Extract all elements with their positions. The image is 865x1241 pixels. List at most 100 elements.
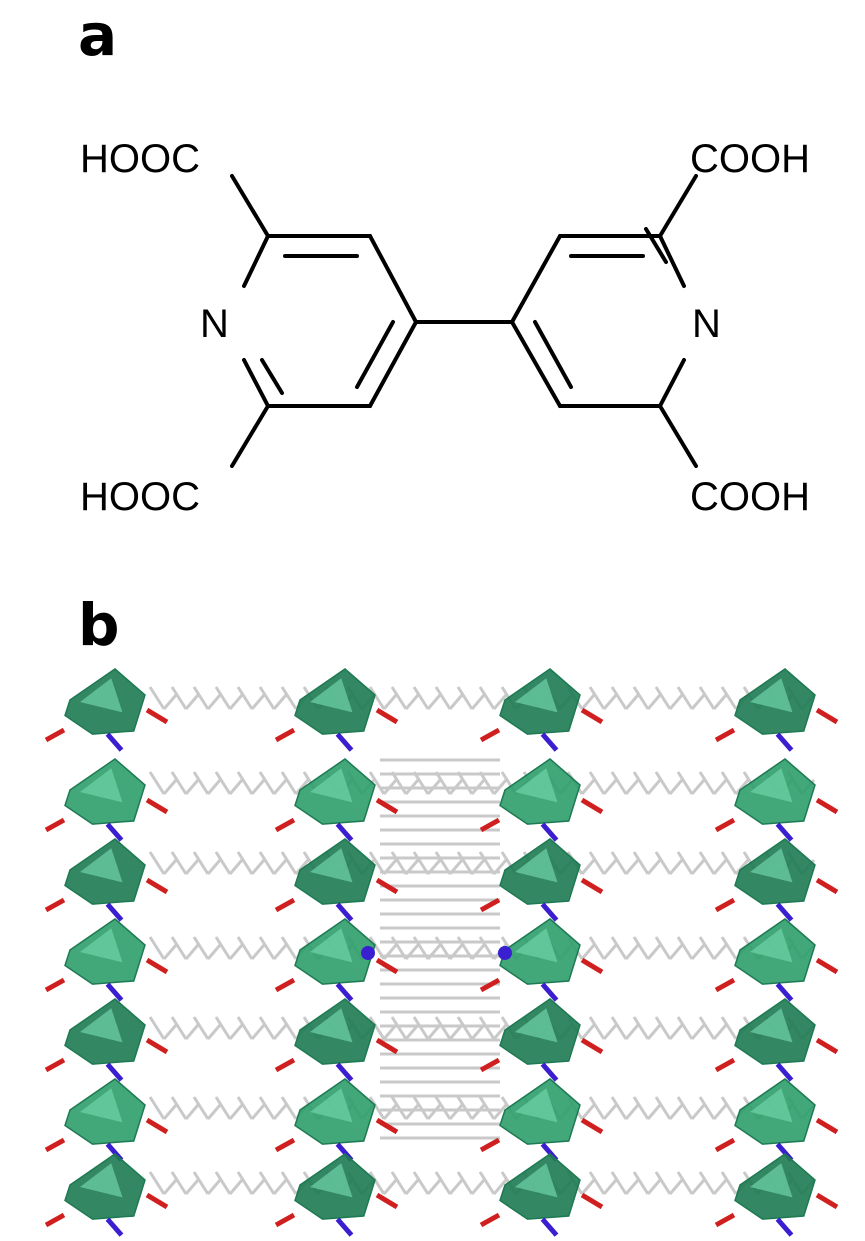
carbon-bond <box>654 1016 672 1040</box>
oxygen-bond <box>580 707 604 725</box>
carbon-bond <box>698 851 716 875</box>
carbon-bond <box>602 694 618 710</box>
carbon-bond <box>412 1016 430 1040</box>
carbon-bond <box>588 686 606 710</box>
right-ring-nitrogen-label: N <box>692 302 721 346</box>
carbon-bond <box>228 944 244 960</box>
carbon-bond <box>470 694 486 710</box>
oxygen-bond <box>44 727 66 743</box>
oxygen-bond <box>44 817 66 833</box>
carbon-bond <box>478 686 496 710</box>
carbon-bond <box>148 851 166 875</box>
carbon-bond <box>250 1024 266 1040</box>
carbon-bond <box>646 1104 662 1120</box>
nitrogen-bond <box>105 1062 124 1082</box>
oxygen-bond <box>44 1137 66 1153</box>
nitrogen-bond <box>105 822 124 842</box>
carbon-bond <box>632 1171 650 1195</box>
nitrogen-bond <box>105 982 124 1002</box>
carbon-bond <box>668 1024 684 1040</box>
carbon-bond <box>698 1016 716 1040</box>
carbon-bond <box>192 851 210 875</box>
carbon-bond <box>294 779 310 795</box>
carbon-bond <box>632 771 650 795</box>
carbon-bond <box>390 686 408 710</box>
oxygen-bond <box>145 1037 169 1055</box>
carbon-bond <box>206 1024 222 1040</box>
carbon-bond <box>720 771 738 795</box>
carbon-bond <box>712 1179 728 1195</box>
carbon-bond <box>632 1096 650 1120</box>
carbon-bond <box>632 1016 650 1040</box>
nitrogen-bond <box>540 1217 559 1237</box>
carbon-bond <box>228 859 244 875</box>
oxygen-bond <box>714 727 736 743</box>
oxygen-bond <box>375 957 399 975</box>
carbon-bond <box>676 771 694 795</box>
metal-polyhedron-facet <box>310 848 353 883</box>
oxygen-bond <box>145 957 169 975</box>
oxygen-bond <box>479 1212 501 1228</box>
carbon-bond <box>580 1179 596 1195</box>
carbon-bond <box>434 1096 452 1120</box>
carbon-bond <box>390 851 408 875</box>
carbon-bond <box>492 1179 508 1195</box>
metal-polyhedron-facet <box>515 1088 558 1123</box>
carbon-bond <box>192 1016 210 1040</box>
metal-polyhedron-facet <box>515 1163 558 1198</box>
metal-polyhedron-facet <box>515 768 558 803</box>
metal-polyhedron-facet <box>80 1088 123 1123</box>
carbon-bond <box>698 771 716 795</box>
oxygen-bond <box>815 957 839 975</box>
bond <box>533 320 573 389</box>
carbon-bond <box>456 1016 474 1040</box>
carbon-bond <box>610 1096 628 1120</box>
carbon-bond <box>404 1104 420 1120</box>
carbon-bond <box>492 694 508 710</box>
carbon-bond <box>698 686 716 710</box>
carbon-bond <box>272 694 288 710</box>
nitrogen-bond <box>335 1217 354 1237</box>
oxygen-bond <box>479 1137 501 1153</box>
oxygen-bond <box>714 977 736 993</box>
carbon-bond <box>698 1171 716 1195</box>
nitrogen-bond <box>540 902 559 922</box>
carbon-bond <box>170 851 188 875</box>
carbon-bond <box>492 1104 508 1120</box>
carbon-bond <box>382 1179 398 1195</box>
oxygen-bond <box>479 1057 501 1073</box>
carbon-bond <box>668 779 684 795</box>
carbon-bond <box>646 944 662 960</box>
oxygen-bond <box>714 1057 736 1073</box>
carbon-bond <box>228 779 244 795</box>
oxygen-bond <box>580 1037 604 1055</box>
carbon-bond <box>456 686 474 710</box>
bond <box>658 358 686 408</box>
oxygen-bond <box>714 1137 736 1153</box>
oxygen-bond <box>714 1212 736 1228</box>
metal-polyhedron-facet <box>310 1088 353 1123</box>
carbon-bond <box>588 851 606 875</box>
carbon-bond <box>602 1024 618 1040</box>
carbon-bond <box>148 1096 166 1120</box>
oxygen-bond <box>274 897 296 913</box>
carbon-bond <box>390 771 408 795</box>
carbon-bond <box>184 779 200 795</box>
carbon-bond <box>434 686 452 710</box>
carbon-bond <box>192 1171 210 1195</box>
carbon-bond <box>280 771 298 795</box>
carbon-bond <box>668 944 684 960</box>
bond <box>510 320 562 408</box>
carbon-bond <box>390 1016 408 1040</box>
carbon-bond <box>148 1171 166 1195</box>
carbon-bond <box>646 859 662 875</box>
carbon-bond <box>610 936 628 960</box>
carbon-bond <box>624 779 640 795</box>
oxygen-bond <box>375 707 399 725</box>
carbon-bond <box>478 771 496 795</box>
carbon-bond <box>654 1171 672 1195</box>
carbon-bond <box>214 1016 232 1040</box>
carbon-bond <box>610 1171 628 1195</box>
carbon-bond <box>668 1104 684 1120</box>
carbon-bond <box>258 771 276 795</box>
